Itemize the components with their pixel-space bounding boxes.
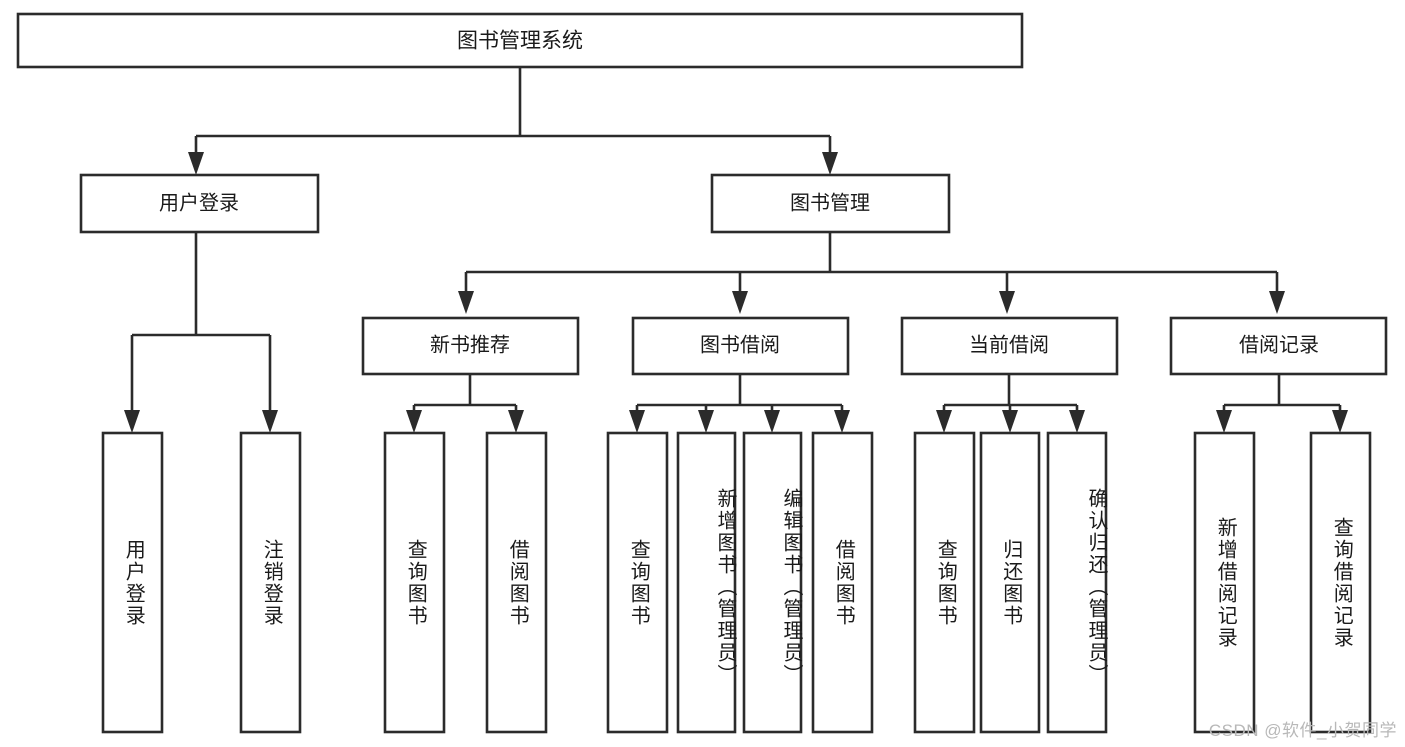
arrow-head-leaf-query-record — [1332, 410, 1348, 433]
node-book-borrow[interactable]: 图书借阅 — [631, 316, 850, 376]
node-new-book-recommend[interactable]: 新书推荐 — [361, 316, 580, 376]
node-leaf-add-record-box[interactable] — [1193, 431, 1256, 734]
arrow-head-new-book-recommend — [458, 291, 474, 314]
connector-group-current-borrow — [936, 374, 1085, 433]
node-leaf-query-book-3-box[interactable] — [913, 431, 976, 734]
node-leaf-borrow-book-1-box[interactable] — [485, 431, 548, 734]
node-leaf-user-login-box[interactable] — [101, 431, 164, 734]
node-new-book-recommend-box[interactable] — [361, 316, 580, 376]
arrow-head-leaf-edit-book — [764, 410, 780, 433]
node-book-manage[interactable]: 图书管理 — [710, 173, 951, 234]
node-leaf-query-book-1-box[interactable] — [383, 431, 446, 734]
arrow-head-user-login — [188, 152, 204, 175]
node-leaf-edit-book-box[interactable] — [742, 431, 803, 734]
node-leaf-borrow-book-2-box[interactable] — [811, 431, 874, 734]
arrow-head-leaf-confirm-return — [1069, 410, 1085, 433]
node-leaf-add-book-box[interactable] — [676, 431, 737, 734]
arrow-head-leaf-user-login — [124, 410, 140, 433]
arrow-head-book-borrow — [732, 291, 748, 314]
node-book-manage-box[interactable] — [710, 173, 951, 234]
node-user-login[interactable]: 用户登录 — [79, 173, 320, 234]
node-book-manage-label: 图书管理 — [790, 191, 870, 214]
arrow-head-leaf-borrow-book-2 — [834, 410, 850, 433]
connector-group-book-manage — [458, 232, 1285, 314]
connector-group-borrow-record — [1216, 374, 1348, 433]
node-book-borrow-box[interactable] — [631, 316, 850, 376]
arrow-head-leaf-query-book-1 — [406, 410, 422, 433]
node-current-borrow-label: 当前借阅 — [969, 333, 1049, 356]
node-current-borrow[interactable]: 当前借阅 — [900, 316, 1119, 376]
node-borrow-record-label: 借阅记录 — [1239, 333, 1319, 356]
connector-group-book-borrow — [629, 374, 850, 433]
node-leaf-logout-box[interactable] — [239, 431, 302, 734]
node-leaf-query-book-2-box[interactable] — [606, 431, 669, 734]
node-borrow-record-box[interactable] — [1169, 316, 1388, 376]
connector-group-new-book-recommend — [406, 374, 524, 433]
node-leaf-confirm-return-box[interactable] — [1046, 431, 1108, 734]
node-borrow-record[interactable]: 借阅记录 — [1169, 316, 1388, 376]
node-leaf-return-book-box[interactable] — [979, 431, 1041, 734]
node-root-label: 图书管理系统 — [457, 30, 583, 53]
node-root[interactable]: 图书管理系统 — [16, 12, 1024, 69]
node-leaf-query-record-box[interactable] — [1309, 431, 1372, 734]
connector-group-root — [188, 67, 838, 175]
node-root-box[interactable] — [16, 12, 1024, 69]
arrow-head-current-borrow — [999, 291, 1015, 314]
node-current-borrow-box[interactable] — [900, 316, 1119, 376]
arrow-head-leaf-add-book — [698, 410, 714, 433]
node-user-login-box[interactable] — [79, 173, 320, 234]
connector-group-user-login — [124, 232, 278, 433]
arrow-head-leaf-borrow-book-1 — [508, 410, 524, 433]
arrow-head-borrow-record — [1269, 291, 1285, 314]
node-book-borrow-label: 图书借阅 — [700, 333, 780, 356]
arrow-head-leaf-logout — [262, 410, 278, 433]
arrow-head-leaf-add-record — [1216, 410, 1232, 433]
node-new-book-recommend-label: 新书推荐 — [430, 333, 510, 356]
csdn-watermark: CSDN @软件_小贺同学 — [1208, 721, 1397, 740]
arrow-head-leaf-query-book-3 — [936, 410, 952, 433]
node-user-login-label: 用户登录 — [159, 191, 239, 214]
arrow-head-leaf-query-book-2 — [629, 410, 645, 433]
arrow-head-book-manage — [822, 152, 838, 175]
arrow-head-leaf-return-book — [1002, 410, 1018, 433]
